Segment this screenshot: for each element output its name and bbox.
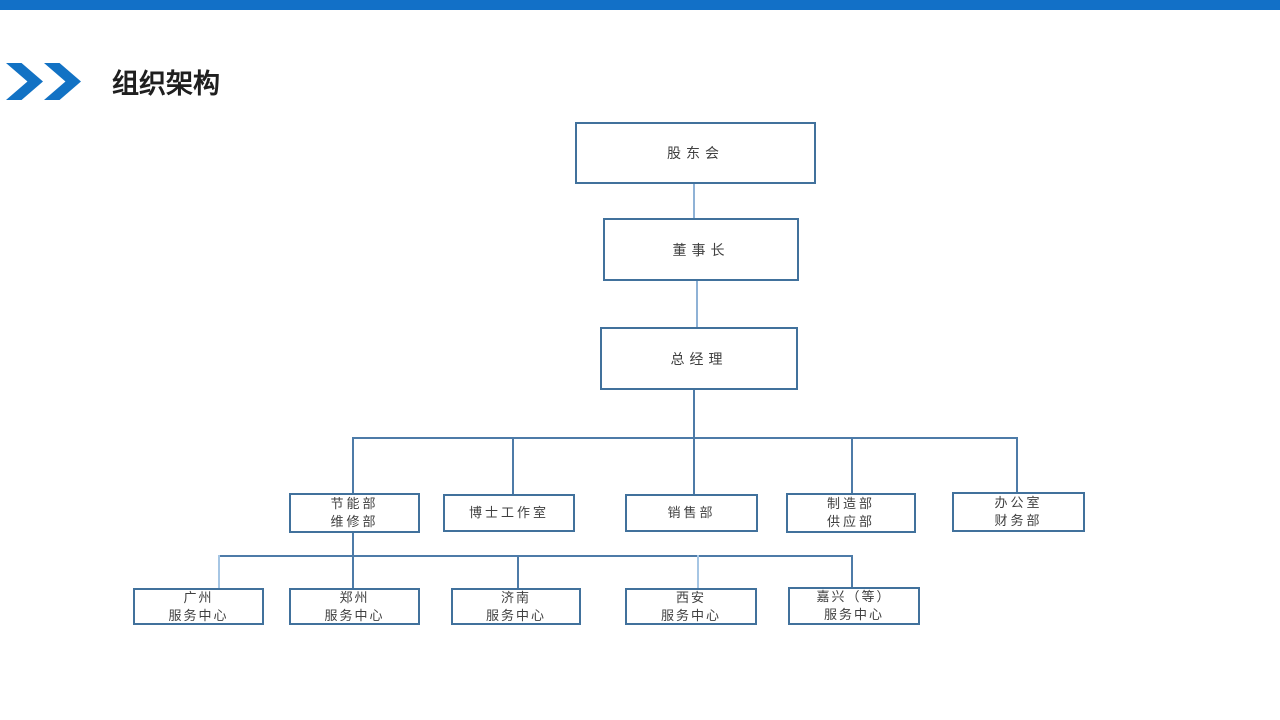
org-node-dept-office-finance: 办公室 财务部 <box>952 492 1085 532</box>
connector-rail-center1 <box>218 555 220 598</box>
org-node-label: 财务部 <box>994 513 1043 528</box>
org-node-center-guangzhou: 广州 服务中心 <box>133 588 264 625</box>
org-node-label: 办公室 <box>994 495 1043 510</box>
org-node-label: 服务中心 <box>324 607 385 623</box>
org-node-label: 供应部 <box>826 514 875 529</box>
org-node-label: 销售部 <box>667 505 716 520</box>
connector-shareholders-chairman <box>693 184 695 218</box>
org-node-chairman: 董事长 <box>603 218 799 281</box>
top-accent-bar <box>0 0 1280 10</box>
org-node-label: 郑州 <box>339 589 370 605</box>
connector-level5-rail <box>218 555 852 557</box>
page-title: 组织架构 <box>112 69 220 99</box>
org-node-label: 服务中心 <box>660 607 721 623</box>
connector-rail-dept5 <box>1016 437 1018 492</box>
org-node-label: 节能部 <box>330 496 379 511</box>
connector-rail-dept2 <box>512 437 514 494</box>
org-node-dept-energy-maintenance: 节能部 维修部 <box>289 493 420 533</box>
org-node-label: 嘉兴（等） <box>816 589 892 604</box>
org-node-label: 广州 <box>183 589 214 605</box>
org-node-dept-doctor-studio: 博士工作室 <box>443 494 575 532</box>
connector-chairman-gm <box>696 281 698 327</box>
connector-dept1-trunk <box>352 533 354 601</box>
org-node-label: 服务中心 <box>485 607 546 623</box>
org-node-dept-manufacturing-supply: 制造部 供应部 <box>786 493 916 533</box>
org-node-dept-sales: 销售部 <box>625 494 758 532</box>
connector-rail-dept4 <box>851 437 853 493</box>
org-node-label: 服务中心 <box>168 607 229 623</box>
org-node-center-zhengzhou: 郑州 服务中心 <box>289 588 420 625</box>
connector-rail-center3 <box>517 555 519 588</box>
org-node-center-xian: 西安 服务中心 <box>625 588 757 625</box>
org-node-label: 股东会 <box>667 145 724 161</box>
connector-rail-center5 <box>851 555 853 590</box>
connector-rail-center4 <box>697 555 699 597</box>
connector-rail-dept3 <box>693 437 695 497</box>
org-node-label: 西安 <box>675 589 706 605</box>
connector-level4-rail <box>352 437 1018 439</box>
org-node-shareholders: 股东会 <box>575 122 816 184</box>
connector-rail-dept1 <box>352 437 354 493</box>
chevron-right-icon <box>6 63 43 100</box>
org-node-label: 总经理 <box>670 350 728 367</box>
org-node-label: 制造部 <box>826 496 875 511</box>
connector-gm-trunk <box>693 390 695 439</box>
org-node-center-jinan: 济南 服务中心 <box>451 588 581 625</box>
org-node-general-manager: 总经理 <box>600 327 798 390</box>
org-node-center-jiaxing: 嘉兴（等） 服务中心 <box>788 587 920 625</box>
org-node-label: 博士工作室 <box>468 505 549 520</box>
org-node-label: 济南 <box>500 589 531 605</box>
org-node-label: 董事长 <box>672 241 730 258</box>
org-node-label: 服务中心 <box>823 607 884 622</box>
org-node-label: 维修部 <box>330 514 379 529</box>
chevron-right-icon <box>44 63 81 100</box>
